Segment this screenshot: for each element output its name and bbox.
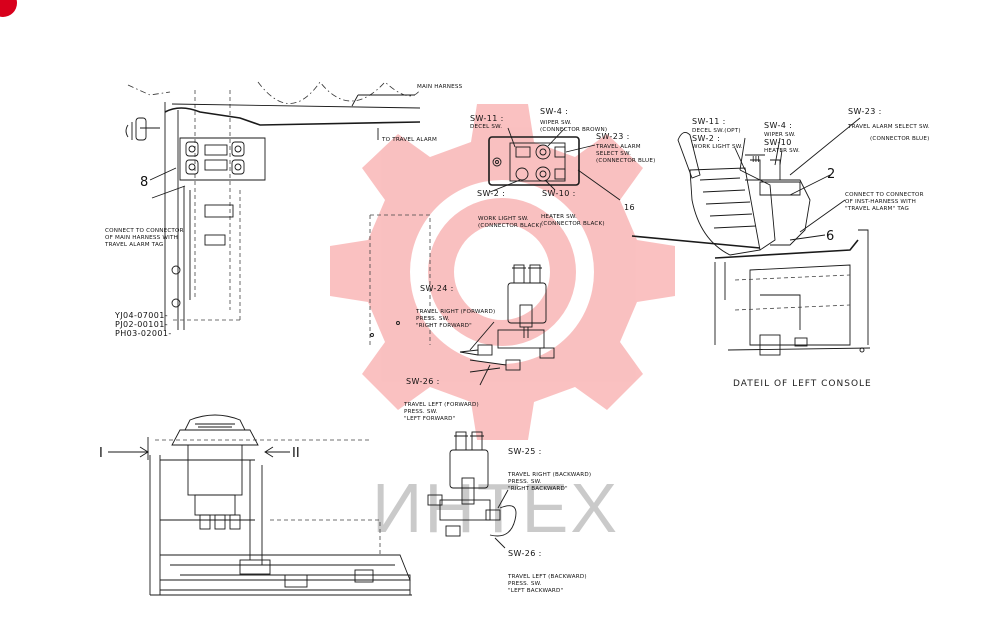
serial-3: PH03-02001- [115, 329, 172, 338]
console-sw23-desc1: TRAVEL ALARM SELECT SW. [847, 124, 930, 130]
left-cab-view [125, 81, 431, 345]
console-connect-2: OF INST-HARNESS WITH [845, 199, 916, 205]
callout-8-left: 8 [140, 175, 148, 190]
panel-sw4-desc1: WIPER SW. [540, 120, 572, 126]
bwd-left-1: TRAVEL LEFT (BACKWARD) [507, 574, 587, 580]
console-sw11-desc: DECEL SW.(OPT) [692, 128, 741, 134]
serial-1: YJ04-07001- [114, 311, 168, 320]
console-callout-2: 2 [827, 167, 835, 182]
console-connect-1: CONNECT TO CONNECTOR [845, 192, 924, 198]
bottom-arrow-ii: II [292, 446, 300, 461]
panel-sw11-desc: DECEL SW. [470, 124, 502, 130]
console-sw4-desc: WIPER SW. [764, 132, 796, 138]
bwd-right-3: "RIGHT BACKWARD" [508, 486, 568, 492]
fwd-right-2: PRESS. SW. [416, 316, 450, 322]
console-sw11: SW-11 : [692, 117, 726, 126]
fwd-left-1: TRAVEL LEFT (FORWARD) [403, 402, 479, 408]
fwd-left-2: PRESS. SW. [404, 409, 438, 415]
panel-sw10: SW-10 : [542, 189, 576, 198]
panel-callout-16: 16 [624, 203, 635, 212]
console-sw10-desc: HEATER SW. [764, 148, 800, 154]
left-connect-note-line3: TRAVEL ALARM TAG [104, 242, 163, 248]
serial-2: PJ02-00101- [115, 320, 168, 329]
console-sw2-desc: WORK LIGHT SW. [692, 144, 743, 150]
console-caption: DATEIL OF LEFT CONSOLE [733, 379, 872, 389]
panel-heater-2: (CONNECTOR BLACK) [541, 221, 605, 227]
fwd-sw24: SW-24 : [420, 284, 454, 293]
console-sw4: SW-4 : [764, 121, 792, 130]
label-to-travel-alarm: TO TRAVEL ALARM [381, 137, 437, 143]
left-connect-note-line1: CONNECT TO CONNECTOR [105, 228, 184, 234]
panel-sw23: SW-23 : [596, 132, 630, 141]
watermark-gear-logo [330, 104, 675, 440]
bwd-right-2: PRESS. SW. [508, 479, 542, 485]
panel-sw23-desc2: SELECT SW. [596, 151, 631, 157]
bwd-left-3: "LEFT BACKWARD" [508, 588, 564, 594]
switch-panel-detail [488, 127, 621, 201]
fwd-left-3: "LEFT FORWARD" [404, 416, 456, 422]
panel-sw23-desc1: TRAVEL ALARM [595, 144, 641, 150]
panel-sw4: SW-4 : [540, 107, 568, 116]
bottom-arrow-i: I [99, 446, 103, 461]
bwd-sw26: SW-26 : [508, 549, 542, 558]
left-console-detail [631, 117, 871, 356]
fwd-right-1: TRAVEL RIGHT (FORWARD) [415, 309, 495, 315]
corner-badge [0, 0, 17, 17]
bwd-sw25: SW-25 : [508, 447, 542, 456]
bottom-assembly-view [108, 414, 412, 596]
bwd-left-2: PRESS. SW. [508, 581, 542, 587]
panel-sw11: SW-11 : [470, 114, 504, 123]
backward-pressure-switch-assembly [427, 431, 517, 549]
left-connect-note-line2: OF MAIN HARNESS WITH [105, 235, 178, 241]
fwd-sw26: SW-26 : [406, 377, 440, 386]
label-main-harness: MAIN HARNESS [417, 84, 463, 90]
panel-sw2: SW-2 : [477, 189, 505, 198]
panel-work-light-2: (CONNECTOR BLACK) [478, 223, 542, 229]
console-sw23-desc2: (CONNECTOR BLUE) [870, 136, 929, 142]
fwd-right-3: "RIGHT FORWARD" [416, 323, 472, 329]
panel-heater-1: HEATER SW. [541, 214, 577, 220]
panel-work-light-1: WORK LIGHT SW. [478, 216, 529, 222]
console-sw23: SW-23 : [848, 107, 882, 116]
console-callout-6: 6 [826, 229, 834, 244]
console-connect-3: "TRAVEL ALARM" TAG [845, 206, 909, 212]
console-sw2: SW-2 : [692, 134, 720, 143]
console-sw10: SW-10 [764, 138, 792, 147]
forward-pressure-switch-assembly [459, 264, 555, 386]
console-view-mark: III [752, 155, 760, 164]
bwd-right-1: TRAVEL RIGHT (BACKWARD) [507, 472, 591, 478]
panel-sw4-desc2: (CONNECTOR BROWN) [540, 127, 607, 133]
watermark-text: ИНТЕХ [372, 469, 619, 547]
panel-sw23-desc3: (CONNECTOR BLUE) [596, 158, 655, 164]
